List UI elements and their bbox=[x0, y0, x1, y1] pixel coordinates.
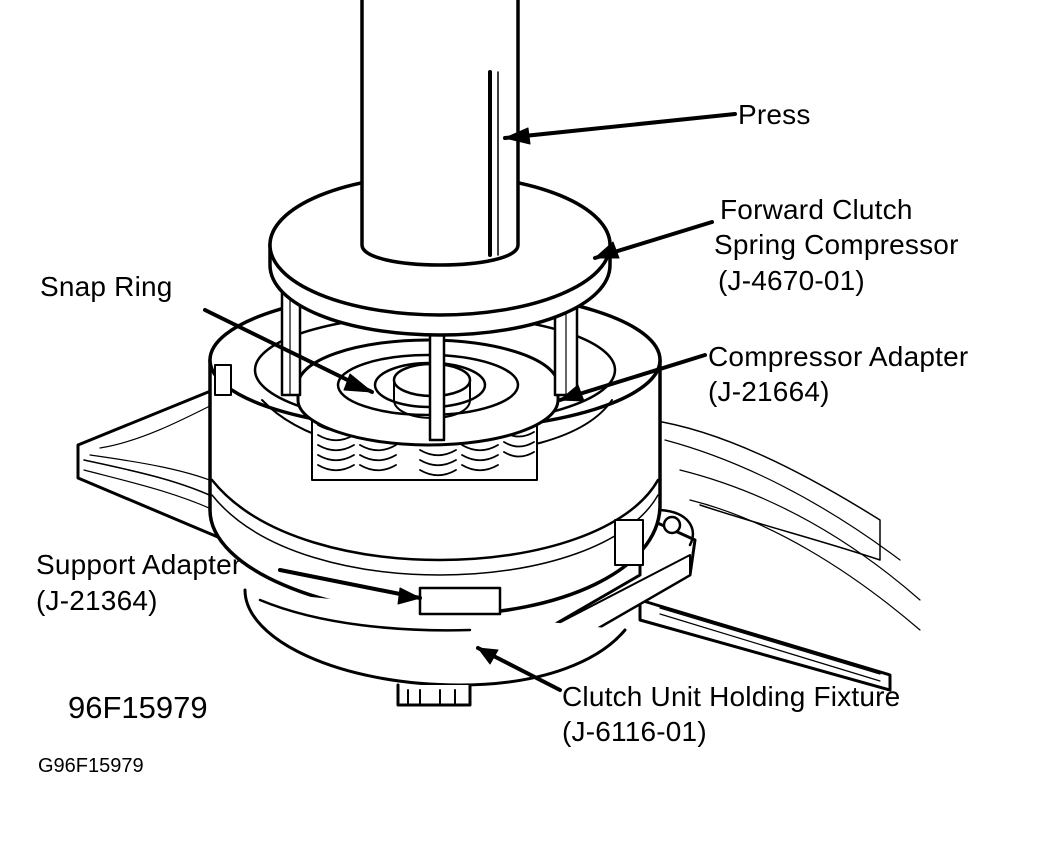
workbench-right bbox=[638, 419, 921, 692]
label-holding-fixture: Clutch Unit Holding Fixture bbox=[562, 681, 901, 712]
label-compressor-adapter-part: (J-21664) bbox=[708, 376, 830, 407]
leader-support-adapter bbox=[278, 568, 422, 600]
leader-compressor-adapter bbox=[558, 353, 707, 402]
label-holding-fixture-part: (J-6116-01) bbox=[562, 716, 707, 747]
leader-press bbox=[503, 112, 737, 140]
leader-snap-ring bbox=[203, 308, 374, 394]
label-compressor-adapter: Compressor Adapter bbox=[708, 341, 969, 372]
label-spring-compressor-part: (J-4670-01) bbox=[718, 265, 865, 296]
label-forward-clutch: Forward Clutch bbox=[720, 194, 913, 225]
compressor-adapter-ring bbox=[296, 338, 560, 447]
label-snap-ring: Snap Ring bbox=[40, 271, 173, 302]
label-press: Press bbox=[738, 99, 811, 130]
press-ram bbox=[360, 0, 520, 267]
figure-code: 96F15979 bbox=[68, 690, 208, 725]
support-adapter-body bbox=[243, 586, 627, 707]
figure-id: G96F15979 bbox=[38, 755, 144, 777]
label-support-adapter-part: (J-21364) bbox=[36, 585, 158, 616]
label-support-adapter: Support Adapter bbox=[36, 549, 242, 580]
arrowheads bbox=[343, 127, 620, 665]
label-spring-compressor: Spring Compressor bbox=[714, 229, 959, 260]
spring-compressor-plate bbox=[268, 173, 612, 337]
